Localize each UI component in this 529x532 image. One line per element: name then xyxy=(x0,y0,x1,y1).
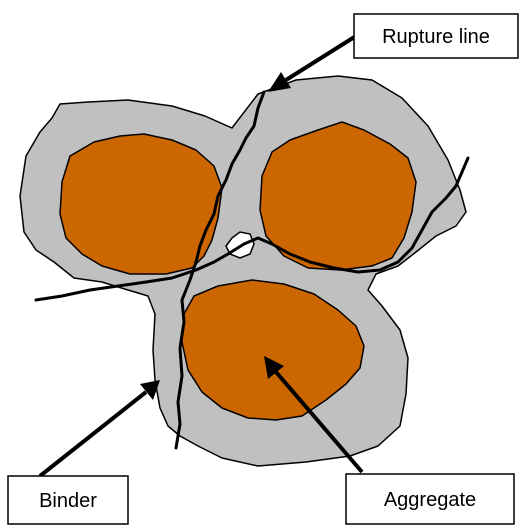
binder-arrow-shaft xyxy=(40,392,146,476)
rupture-line-label: Rupture line xyxy=(382,26,490,48)
aggregate-label: Aggregate xyxy=(384,489,476,511)
rupture-line-arrow-shaft xyxy=(286,36,356,80)
binder-label: Binder xyxy=(39,490,97,512)
